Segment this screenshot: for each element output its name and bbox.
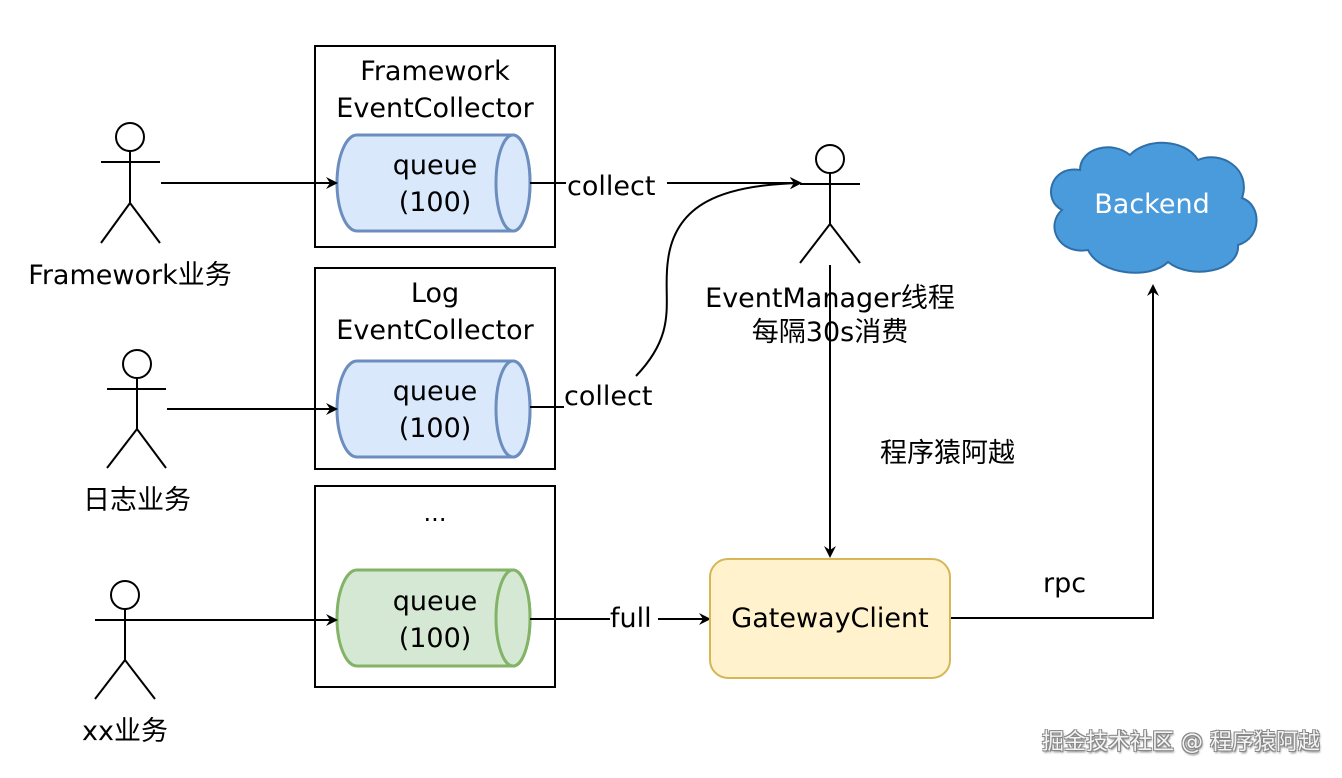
queue-other-cylinder [335, 568, 532, 668]
gateway-client-box [709, 558, 951, 679]
queue-log-label-line2: (100) [398, 413, 472, 444]
arrow-collect-log-curve [635, 177, 802, 377]
actor-framework-icon [100, 122, 161, 244]
actor-log-icon [106, 349, 167, 469]
collector-framework-title-line2: EventCollector [336, 93, 534, 124]
edge-label-full: full [610, 603, 652, 634]
queue-framework-label-line1: queue [392, 150, 478, 181]
event-manager-label-line1: EventManager线程 [705, 283, 955, 314]
edge-label-rpc: rpc [1043, 568, 1087, 599]
event-manager-label-line2: 每隔30s消费 [751, 317, 909, 348]
arrow-rpc [951, 284, 1159, 619]
queue-framework-cylinder [335, 133, 532, 233]
actor-event-manager-icon [799, 144, 861, 264]
collector-other-title: ... [423, 499, 447, 527]
queue-other-label-line2: (100) [398, 623, 472, 654]
watermark: 掘金技术社区 @ 程序猿阿越 [1042, 730, 1320, 755]
actor-xx-icon [94, 580, 156, 700]
backend-label: Backend [1094, 189, 1210, 220]
edge-label-collect-2: collect [564, 381, 653, 412]
author-annotation: 程序猿阿越 [880, 438, 1015, 469]
edge-label-collect-1: collect [567, 171, 656, 202]
queue-log-cylinder [335, 359, 532, 459]
backend-cloud [1050, 141, 1258, 274]
queue-framework-label-line2: (100) [398, 187, 472, 218]
queue-other-label-line1: queue [392, 586, 478, 617]
collector-framework-title-line1: Framework [360, 56, 510, 87]
actor-log-label: 日志业务 [83, 485, 191, 516]
gateway-client-label: GatewayClient [731, 603, 929, 634]
actor-framework-label: Framework业务 [28, 260, 232, 291]
actor-xx-label: xx业务 [82, 716, 168, 747]
collector-log-title-line1: Log [410, 278, 460, 309]
queue-log-label-line1: queue [392, 376, 478, 407]
collector-log-title-line2: EventCollector [336, 315, 534, 346]
